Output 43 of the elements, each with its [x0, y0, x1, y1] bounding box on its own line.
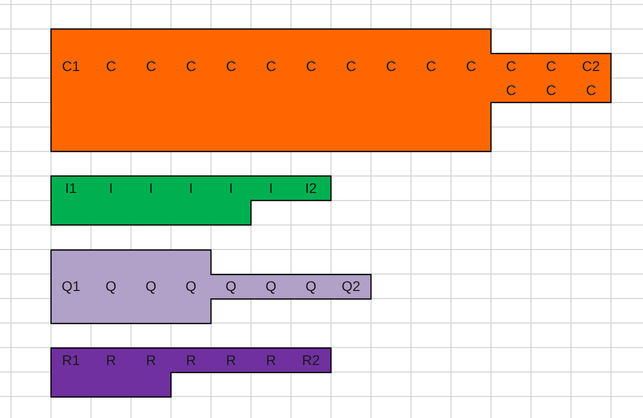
cell-letter: C [186, 58, 196, 74]
cell-letter: I [269, 180, 273, 196]
cell-letter: R2 [302, 352, 320, 368]
cell-letter: C [506, 82, 516, 98]
stepped-block [51, 250, 371, 323]
cell-letter: R [226, 352, 236, 368]
cell-letter: C [426, 58, 436, 74]
cell-letter: Q1 [62, 278, 80, 294]
cell-letter: C [586, 82, 596, 98]
cell-letter: I [189, 180, 193, 196]
cell-letter: I [109, 180, 113, 196]
cell-letter: C [386, 58, 396, 74]
cell-letter: C [506, 58, 516, 74]
cell-letter: C [106, 58, 116, 74]
cell-letter: Q2 [342, 278, 360, 294]
cell-letter: R [186, 352, 196, 368]
cell-letter: C [546, 82, 556, 98]
cell-letter: C [546, 58, 556, 74]
cell-letter: Q [226, 278, 236, 294]
cell-letter: R [106, 352, 116, 368]
cell-letter: Q [186, 278, 196, 294]
stepped-block [51, 348, 331, 396]
cell-letter: I [229, 180, 233, 196]
cell-letter: Q [106, 278, 116, 294]
cell-letter: Q [266, 278, 276, 294]
cell-letter: C [466, 58, 476, 74]
cell-letter: R [266, 352, 276, 368]
cell-letter: I1 [65, 180, 77, 196]
cell-letter: Q [146, 278, 156, 294]
cell-letter: I2 [305, 180, 317, 196]
cell-letter: R1 [62, 352, 80, 368]
cell-letter: C [346, 58, 356, 74]
cell-letter: C [146, 58, 156, 74]
cell-letter: C [306, 58, 316, 74]
cell-letter: Q [306, 278, 316, 294]
cell-letter: R [146, 352, 156, 368]
cell-letter: I [149, 180, 153, 196]
cell-letter: C [266, 58, 276, 74]
stepped-block [51, 29, 611, 152]
stepped-block [51, 176, 331, 225]
cell-letter: C [226, 58, 236, 74]
cell-letter: C2 [582, 58, 600, 74]
cell-letter: C1 [62, 58, 80, 74]
